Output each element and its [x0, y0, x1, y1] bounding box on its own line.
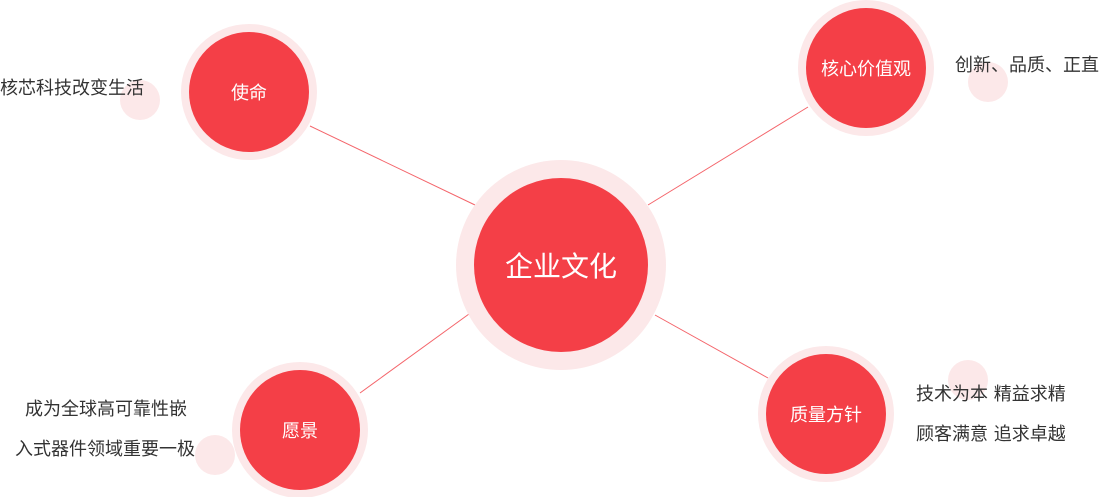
core-values-text: 创新、品质、正直: [955, 55, 1099, 76]
connector-values: [647, 106, 809, 206]
mission-text: 核芯科技改变生活: [0, 78, 144, 99]
decor-dot: [948, 360, 988, 400]
connector-mission: [309, 125, 476, 206]
decor-dot: [195, 435, 235, 475]
node-quality-policy: 质量方针: [766, 354, 886, 474]
connector-vision: [359, 313, 470, 394]
quality-text-line2: 顾客满意 追求卓越: [916, 424, 1066, 445]
connector-quality: [654, 314, 769, 379]
vision-text-line1: 成为全球高可靠性嵌: [25, 399, 187, 420]
node-mission: 使命: [189, 32, 309, 152]
decor-dot: [968, 62, 1008, 102]
node-vision: 愿景: [240, 370, 360, 490]
vision-text-line2: 入式器件领域重要一极: [15, 439, 195, 460]
decor-dot: [120, 80, 160, 120]
center-node: 企业文化: [474, 178, 648, 352]
node-core-values: 核心价值观: [806, 8, 926, 128]
quality-text-line1: 技术为本 精益求精: [916, 384, 1066, 405]
